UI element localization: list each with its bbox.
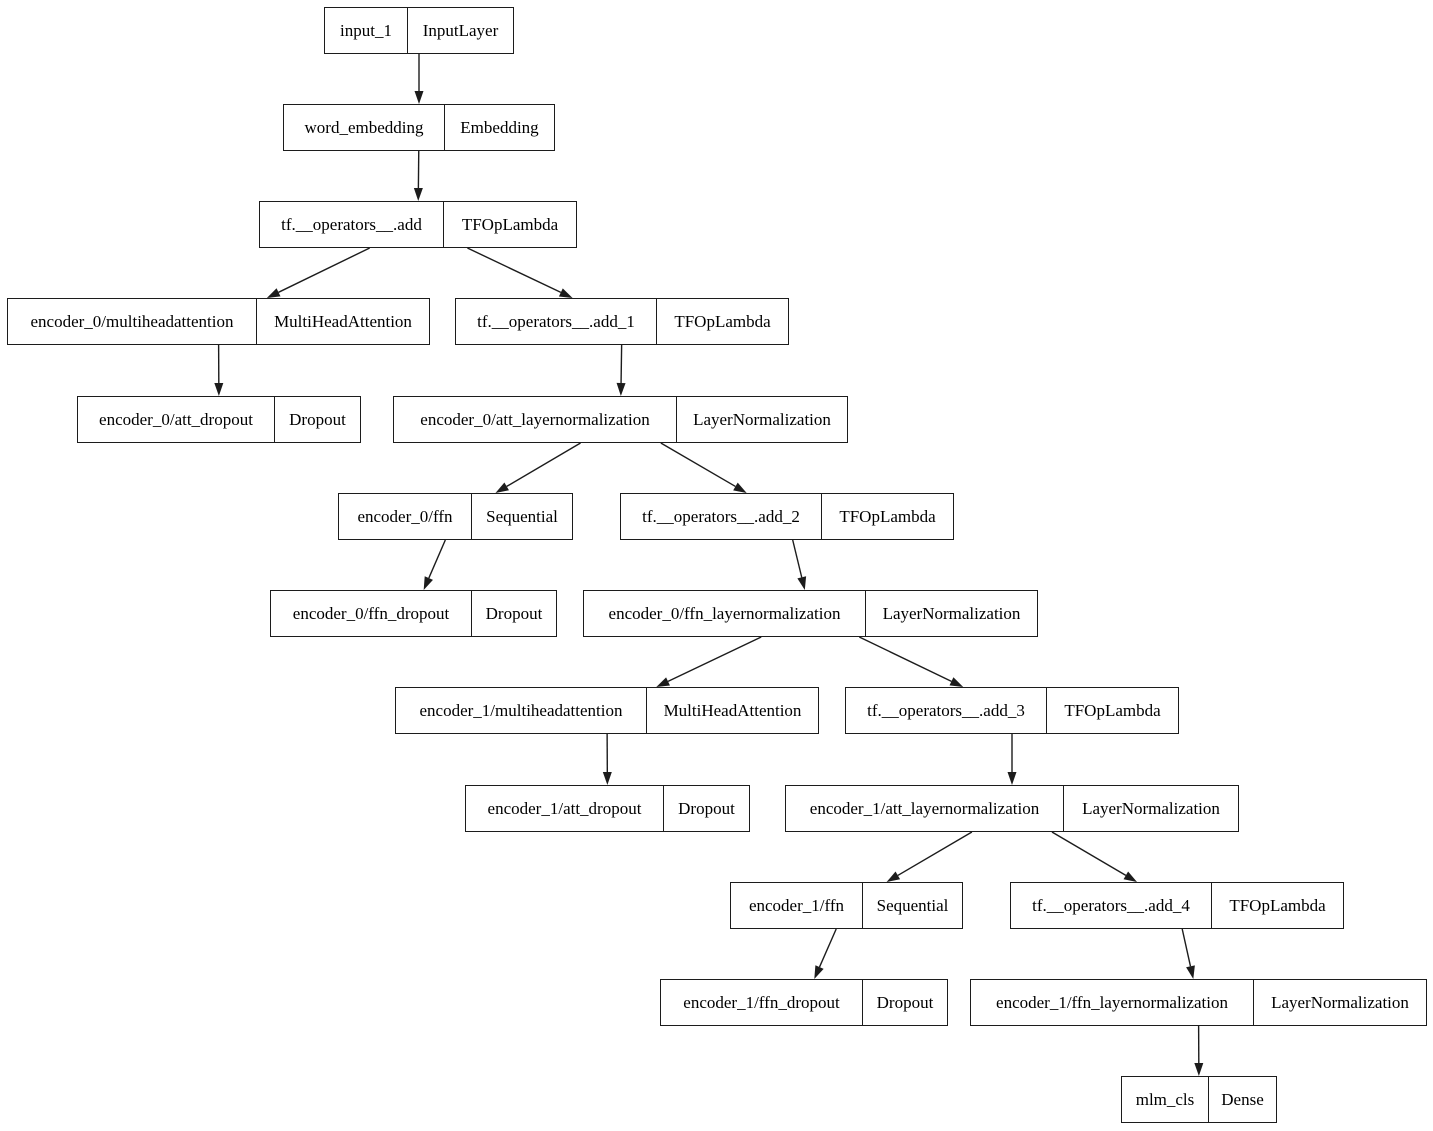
layer-node-encoder_1_att_dropout: encoder_1/att_dropout Dropout (465, 785, 750, 832)
layer-name: encoder_0/ffn (339, 494, 472, 539)
layer-type: InputLayer (422, 20, 499, 40)
layer-node-encoder_0_att_dropout: encoder_0/att_dropout Dropout (77, 396, 361, 443)
layer-type: TFOpLambda (1064, 700, 1161, 720)
edge-tf_add-to-encoder_0_multiheadattention (266, 247, 370, 298)
arrowhead (214, 382, 224, 396)
layer-type: Dense (1221, 1089, 1264, 1109)
edge-encoder_1_att_layernormalization-to-encoder_1_ffn (886, 831, 973, 882)
layer-type: Dropout (289, 409, 346, 429)
edge-tf_add_4-to-encoder_1_ffn_layernormalization (1181, 928, 1195, 979)
arrowhead (602, 771, 612, 785)
edge-tf_add_2-to-encoder_0_ffn_layernormalization (792, 539, 807, 590)
layer-name: tf.__operators__.add_3 (846, 688, 1047, 733)
layer-type: MultiHeadAttention (663, 700, 802, 720)
layer-name: input_1 (325, 8, 408, 53)
layer-node-encoder_0_ffn_dropout: encoder_0/ffn_dropout Dropout (270, 590, 557, 637)
layer-name: encoder_1/multiheadattention (396, 688, 647, 733)
layer-name: encoder_1/att_dropout (466, 786, 664, 831)
edge-encoder_0_att_layernormalization-to-encoder_0_ffn (495, 442, 581, 493)
layer-name: tf.__operators__.add_2 (621, 494, 822, 539)
edge-encoder_1_ffn-to-encoder_1_ffn_dropout (814, 928, 837, 979)
layer-node-encoder_0_att_layernormalization: encoder_0/att_layernormalization LayerNor… (393, 396, 848, 443)
layer-node-tf_add_4: tf.__operators__.add_4 TFOpLambda (1010, 882, 1344, 929)
edge-encoder_0_ffn_layernormalization-to-encoder_1_multiheadattention (656, 636, 762, 687)
layer-name: encoder_0/multiheadattention (8, 299, 257, 344)
layer-type: TFOpLambda (1229, 895, 1326, 915)
arrowhead (733, 482, 747, 493)
edge-encoder_0_ffn-to-encoder_0_ffn_dropout (423, 539, 446, 590)
edge-encoder_1_multiheadattention-to-encoder_1_att_dropout (602, 733, 612, 785)
layer-type: TFOpLambda (461, 214, 559, 234)
edge-encoder_1_att_layernormalization-to-tf_add_4 (1051, 831, 1138, 882)
layer-type: Embedding (460, 117, 539, 137)
edge-tf_add_1-to-encoder_0_att_layernormalization (616, 344, 626, 396)
layer-type: MultiHeadAttention (274, 311, 412, 331)
layer-name: encoder_1/att_layernormalization (786, 786, 1064, 831)
layer-type: Dropout (876, 992, 934, 1012)
layer-type: LayerNormalization (882, 603, 1021, 623)
layer-node-encoder_1_att_layernormalization: encoder_1/att_layernormalization LayerNor… (785, 785, 1239, 832)
layer-node-encoder_0_ffn: encoder_0/ffn Sequential (338, 493, 573, 540)
layer-node-encoder_1_ffn: encoder_1/ffn Sequential (730, 882, 963, 929)
layer-type: Dropout (678, 798, 735, 818)
layer-name: tf.__operators__.add (260, 202, 444, 247)
arrowhead (616, 382, 626, 396)
layer-name: tf.__operators__.add_1 (456, 299, 657, 344)
layer-node-tf_add_3: tf.__operators__.add_3 TFOpLambda (845, 687, 1179, 734)
edge-encoder_0_att_layernormalization-to-tf_add_2 (660, 442, 747, 493)
layer-name: encoder_0/ffn_layernormalization (584, 591, 866, 636)
layer-node-encoder_1_ffn_layernormalization: encoder_1/ffn_layernormalization LayerNor… (970, 979, 1427, 1026)
arrowhead (423, 576, 433, 590)
layer-node-tf_add_2: tf.__operators__.add_2 TFOpLambda (620, 493, 954, 540)
layer-name: encoder_1/ffn (731, 883, 863, 928)
layer-node-input_1: input_1 InputLayer (324, 7, 514, 54)
layer-type: LayerNormalization (693, 409, 831, 429)
layer-node-encoder_0_ffn_layernormalization: encoder_0/ffn_layernormalization LayerNor… (583, 590, 1038, 637)
layer-name: encoder_1/ffn_dropout (661, 980, 863, 1025)
arrowhead (1123, 871, 1138, 882)
layer-type: LayerNormalization (1271, 992, 1409, 1012)
layer-node-word_embedding: word_embedding Embedding (283, 104, 555, 151)
arrowhead (413, 187, 423, 201)
arrowhead (949, 677, 964, 687)
arrowhead (266, 288, 281, 298)
edge-encoder_0_ffn_layernormalization-to-tf_add_3 (859, 636, 964, 687)
edge-encoder_0_multiheadattention-to-encoder_0_att_dropout (214, 344, 224, 396)
layer-type: Sequential (876, 895, 949, 915)
layer-type: TFOpLambda (839, 506, 936, 526)
layer-type: Dropout (485, 603, 543, 623)
layer-name: tf.__operators__.add_4 (1011, 883, 1212, 928)
edge-word_embedding-to-tf_add (413, 150, 423, 201)
arrowhead (814, 965, 824, 979)
arrowhead (1186, 965, 1195, 979)
arrowhead (558, 288, 573, 298)
edge-encoder_1_ffn_layernormalization-to-mlm_cls (1194, 1025, 1204, 1076)
arrowhead (414, 91, 424, 104)
arrowhead (1194, 1062, 1204, 1076)
layer-node-tf_add_1: tf.__operators__.add_1 TFOpLambda (455, 298, 789, 345)
layer-type: Sequential (486, 506, 558, 526)
layer-name: encoder_0/att_layernormalization (394, 397, 677, 442)
layer-name: word_embedding (284, 105, 445, 150)
arrowhead (656, 677, 670, 687)
layer-type: TFOpLambda (674, 311, 771, 331)
layer-node-encoder_1_ffn_dropout: encoder_1/ffn_dropout Dropout (660, 979, 948, 1026)
layer-node-encoder_1_multiheadattention: encoder_1/multiheadattention MultiHeadAtt… (395, 687, 819, 734)
layer-node-encoder_0_multiheadattention: encoder_0/multiheadattention MultiHeadAtt… (7, 298, 430, 345)
layer-type: LayerNormalization (1082, 798, 1220, 818)
arrowhead (797, 576, 807, 590)
layer-name: encoder_0/ffn_dropout (271, 591, 472, 636)
arrowhead (886, 871, 901, 882)
edge-tf_add_3-to-encoder_1_att_layernormalization (1007, 734, 1017, 785)
edge-input_1-to-word_embedding (414, 54, 424, 104)
layer-node-tf_add: tf.__operators__.add TFOpLambda (259, 201, 577, 248)
layer-name: mlm_cls (1122, 1077, 1209, 1122)
layer-name: encoder_1/ffn_layernormalization (971, 980, 1254, 1025)
arrowhead (1007, 772, 1017, 785)
arrowhead (495, 482, 509, 493)
layer-node-mlm_cls: mlm_cls Dense (1121, 1076, 1277, 1123)
edge-tf_add-to-tf_add_1 (467, 247, 573, 298)
layer-name: encoder_0/att_dropout (78, 397, 275, 442)
